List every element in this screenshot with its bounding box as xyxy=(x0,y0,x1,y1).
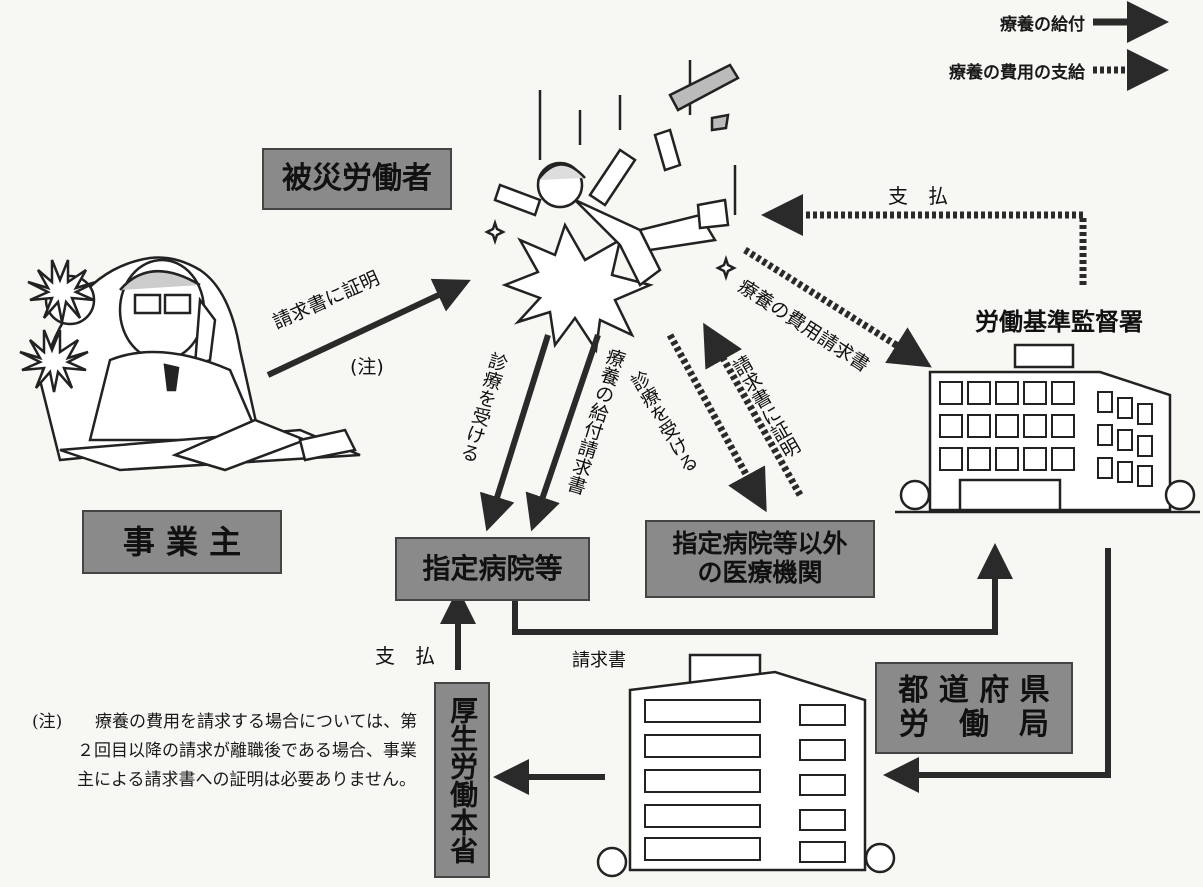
legend-care-expense-label: 療養の費用の支給 xyxy=(949,63,1085,83)
footnote: (注) 療養の費用を請求する場合については、第２回目以降の請求が離職後である場合… xyxy=(32,708,432,795)
arrow-labor-office-payment-to-worker xyxy=(761,194,1087,285)
other-medical-institution-box: 指定病院等以外 の医療機関 xyxy=(645,520,875,598)
footnote-text: 療養の費用を請求する場合については、第２回目以降の請求が離職後である場合、事業主… xyxy=(77,712,418,790)
other-medical-line1: 指定病院等以外 xyxy=(672,529,848,559)
arrow-worker-to-other-medical xyxy=(666,333,767,513)
employer-illustration xyxy=(19,256,361,472)
arrow-benefit-claim-to-designated-hospital xyxy=(525,334,601,532)
footnote-marker: (注) xyxy=(32,712,63,732)
legend-care-benefit-label: 療養の給付 xyxy=(1000,15,1085,35)
employer-box: 事 業 主 xyxy=(82,510,282,574)
arrow-employer-cert-to-worker xyxy=(266,278,471,378)
prefectural-labour-bureau-box: 都 道 府 県 労 働 局 xyxy=(875,662,1073,754)
note-marker-label: (注) xyxy=(350,356,384,378)
arrow-hospital-claim-to-labor-office xyxy=(512,543,1013,635)
payment-top-label: 支 払 xyxy=(888,184,948,208)
ministry-box: 厚生労働本省 xyxy=(434,682,490,878)
payment-bottom-label: 支 払 xyxy=(375,644,435,668)
labor-office-building-illustration xyxy=(895,343,1200,514)
other-medical-line2: の医療機関 xyxy=(697,558,823,587)
prefectural-bureau-line2: 労 働 局 xyxy=(899,707,1049,742)
arrow-labor-office-to-bureau xyxy=(883,548,1111,793)
falling-worker-illustration xyxy=(484,60,740,354)
arrow-other-medical-cert-to-worker xyxy=(703,322,804,497)
labor-office-label: 労働基準監督署 xyxy=(975,308,1143,336)
prefectural-bureau-line1: 都 道 府 県 xyxy=(898,672,1050,708)
prefectural-bureau-building-illustration xyxy=(596,653,896,878)
designated-hospital-box: 指定病院等 xyxy=(395,537,590,601)
injured-worker-box: 被災労働者 xyxy=(262,148,452,210)
arrow-worker-to-designated-hospital xyxy=(480,334,551,532)
claim-form-label: 請求書 xyxy=(572,650,626,671)
